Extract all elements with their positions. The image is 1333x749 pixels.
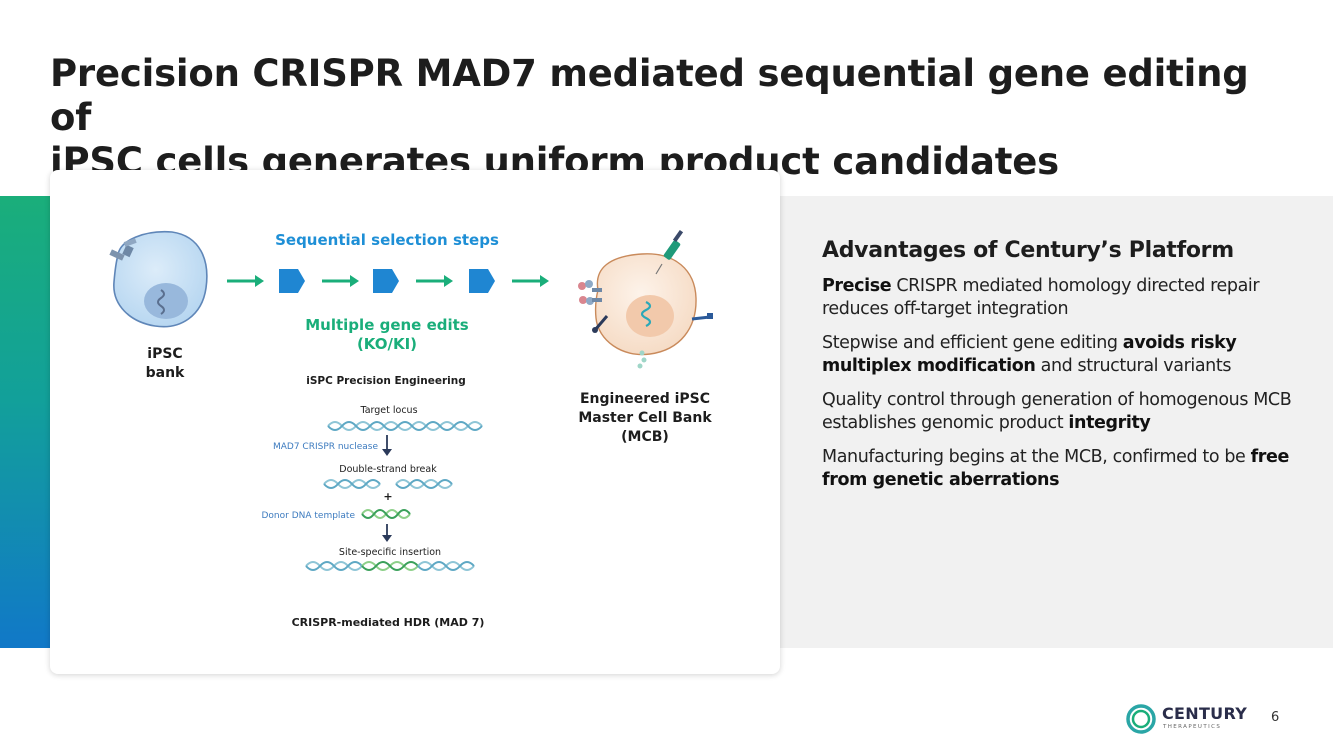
target-locus-label: Target locus — [359, 405, 417, 416]
mcb-label-1: Engineered iPSC — [580, 391, 710, 407]
step-arrow-1 — [227, 275, 264, 287]
hdr-caption: CRISPR-mediated HDR (MAD 7) — [292, 616, 485, 629]
sequential-steps-label: Sequential selection steps — [275, 231, 499, 249]
target-locus-dna-icon — [327, 421, 483, 431]
engineering-heading: iSPC Precision Engineering — [306, 375, 465, 387]
mcb-label-3: (MCB) — [621, 429, 669, 445]
advantage-manufacturing-bold: free from genetic aberrations — [822, 447, 1289, 490]
broken-dna-left-icon — [323, 479, 381, 489]
ipsc-cell-icon — [109, 230, 208, 328]
mcb-label-2: Master Cell Bank — [578, 410, 712, 426]
plus-sign: + — [383, 490, 392, 503]
logo-word: CENTURY — [1162, 704, 1248, 723]
advantage-precise: Precise CRISPR mediated homology directe… — [822, 275, 1292, 321]
advantage-manufacturing-text: Manufacturing begins at the MCB, confirm… — [822, 447, 1251, 467]
advantage-quality: Quality control through generation of ho… — [822, 389, 1292, 435]
grey-band — [778, 196, 1333, 648]
edited-dna-icon — [305, 561, 475, 571]
step-marker-3 — [469, 269, 495, 293]
step-marker-1 — [279, 269, 305, 293]
secreted-particles-icon — [637, 350, 647, 369]
double-strand-label: Double-strand break — [339, 464, 437, 475]
ipsc-label-2: bank — [146, 365, 185, 381]
down-arrow-icon-2 — [382, 524, 392, 542]
down-arrow-icon — [382, 435, 392, 456]
advantage-manufacturing: Manufacturing begins at the MCB, confirm… — [822, 446, 1292, 492]
donor-dna-icon — [361, 509, 411, 519]
advantage-quality-text: Quality control through generation of ho… — [822, 390, 1292, 433]
site-specific-label: Site-specific insertion — [339, 547, 441, 558]
logo-subtitle: THERAPEUTICS — [1163, 724, 1222, 730]
century-logo: CENTURY THERAPEUTICS — [1124, 703, 1254, 735]
receptor-cluster-icon — [578, 280, 602, 305]
advantages-panel: Advantages of Century’s Platform Precise… — [822, 238, 1292, 503]
syringe-icon — [655, 229, 684, 275]
step-arrow-3 — [416, 275, 453, 287]
advantage-stepwise-text: Stepwise and efficient gene editing — [822, 333, 1123, 353]
page-title: Precision CRISPR MAD7 mediated sequentia… — [50, 52, 1300, 184]
multiple-edits-label-1: Multiple gene edits — [305, 316, 469, 334]
mcb-cell-icon — [578, 229, 713, 369]
step-arrow-4 — [512, 275, 549, 287]
antibody-icon — [592, 315, 609, 333]
broken-dna-right-icon — [395, 479, 453, 489]
advantage-stepwise-bold: avoids risky multiplex modification — [822, 333, 1237, 376]
multiple-edits-label-2: (KO/KI) — [357, 335, 417, 353]
advantages-heading: Advantages of Century’s Platform — [822, 238, 1234, 263]
step-arrow-2 — [322, 275, 359, 287]
receptor-icon — [109, 238, 137, 261]
ipsc-label-1: iPSC — [147, 346, 182, 362]
advantage-stepwise: Stepwise and efficient gene editing avoi… — [822, 332, 1292, 378]
donor-label: Donor DNA template — [261, 511, 355, 521]
step-marker-2 — [373, 269, 399, 293]
accent-band — [0, 196, 50, 648]
nuclease-label: MAD7 CRISPR nuclease — [273, 442, 378, 452]
page-number: 6 — [1271, 710, 1280, 725]
advantage-quality-bold: integrity — [1068, 413, 1151, 433]
advantage-stepwise-tail: and structural variants — [1035, 356, 1232, 376]
advantage-precise-text: CRISPR mediated homology directed repair… — [822, 276, 1260, 319]
title-line-1: Precision CRISPR MAD7 mediated sequentia… — [50, 52, 1249, 139]
logo-ring-icon — [1126, 704, 1156, 734]
advantage-precise-bold: Precise — [822, 276, 892, 296]
editing-diagram: iPSC bank Sequential selection steps Mul… — [109, 229, 713, 629]
car-receptor-icon — [691, 313, 713, 321]
diagram-card: iPSC bank Sequential selection steps Mul… — [50, 170, 780, 674]
